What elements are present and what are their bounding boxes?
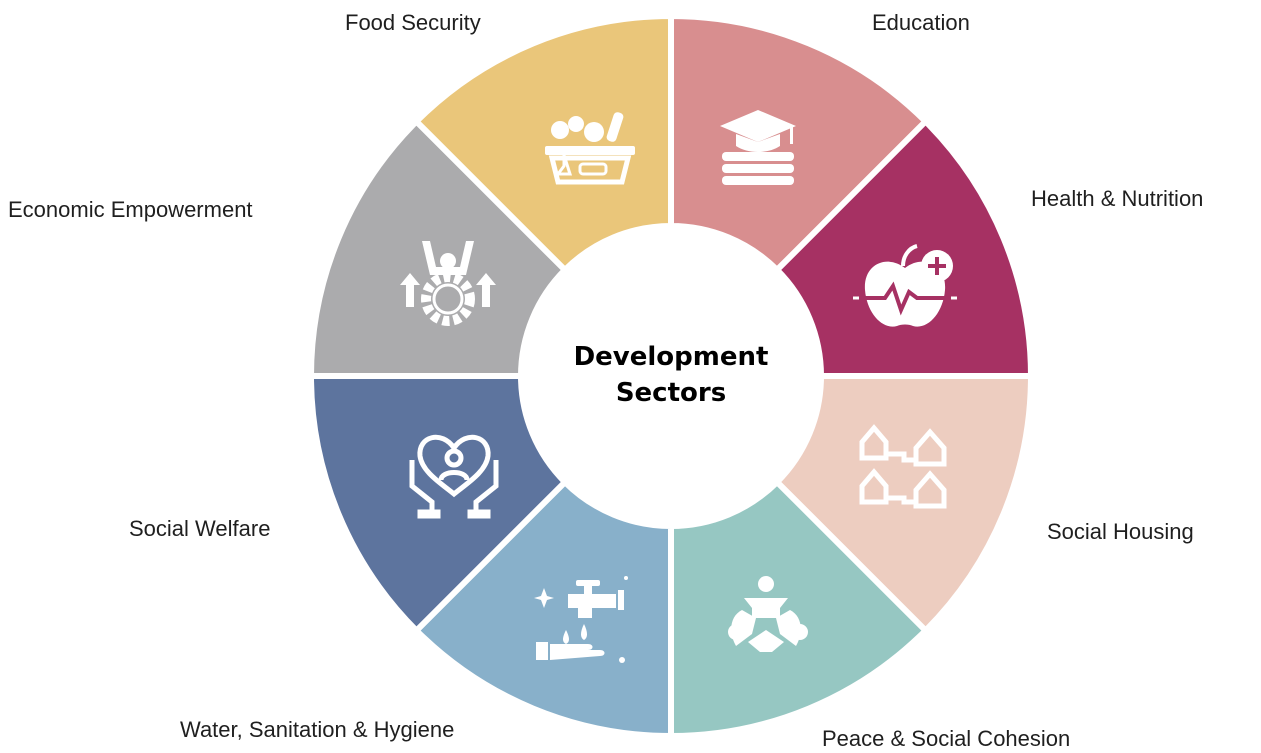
center-title-line1: Development: [573, 342, 769, 372]
label-health-nutrition: Health & Nutrition: [1031, 186, 1204, 211]
segment-social-welfare: [307, 373, 570, 635]
segment-food-security: [412, 12, 674, 275]
label-food-security: Food Security: [345, 10, 481, 35]
segment-education: [668, 12, 930, 275]
wheel-segments: [307, 12, 1035, 740]
label-economic-empowerment: Economic Empowerment: [8, 197, 253, 222]
label-water-sanitation-hygiene: Water, Sanitation & Hygiene: [180, 717, 455, 742]
person-gear-growth-icon: [400, 241, 496, 326]
graduation-books-icon: [720, 110, 796, 185]
label-social-welfare: Social Welfare: [129, 516, 271, 541]
label-social-housing: Social Housing: [1047, 519, 1194, 544]
heart-hands-icon: [409, 434, 499, 519]
water-tap-hand-icon: [534, 576, 628, 663]
grocery-basket-icon: [545, 112, 635, 185]
center-title-line2: Sectors: [615, 378, 727, 408]
segment-economic-empowerment: [307, 117, 570, 379]
apple-health-icon: [853, 244, 957, 327]
label-education: Education: [872, 10, 970, 35]
segment-health-nutrition: [772, 117, 1035, 379]
center-circle: [521, 226, 821, 526]
people-circle-icon: [728, 576, 808, 652]
label-peace-social-cohesion: Peace & Social Cohesion: [822, 726, 1071, 751]
segment-water-sanitation-hygiene: [412, 477, 674, 740]
segment-peace-social-cohesion: [668, 477, 930, 740]
center-title: Development Sectors: [521, 339, 821, 411]
houses-icon: [859, 424, 947, 509]
